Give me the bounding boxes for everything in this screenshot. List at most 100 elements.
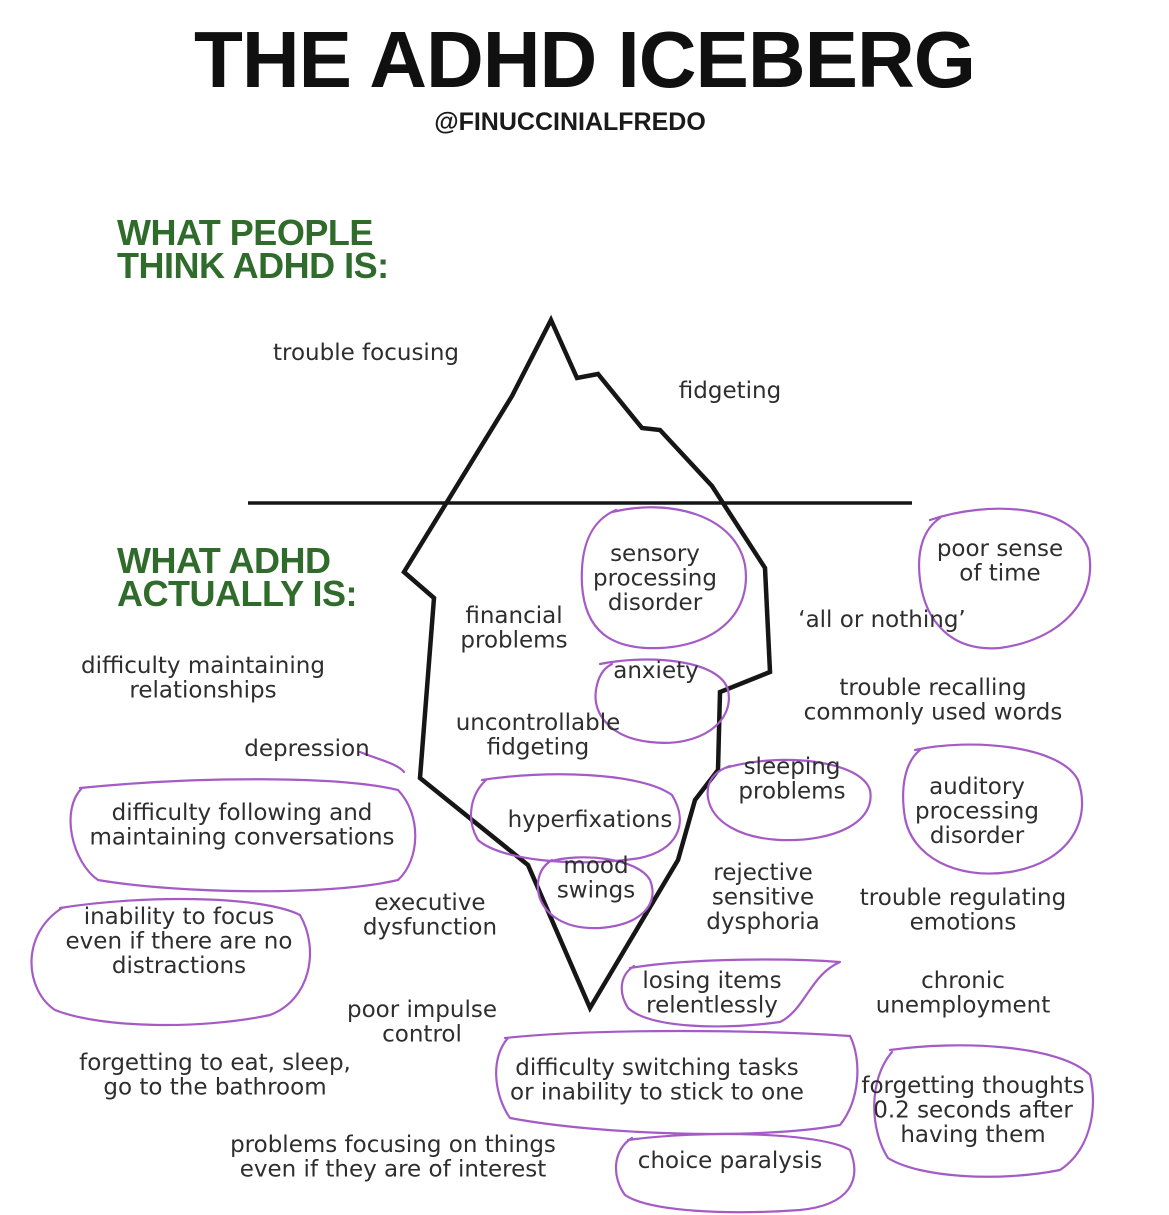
label-line: dysphoria [706, 909, 819, 935]
label-line: executive [374, 890, 485, 916]
label-line: anxiety [613, 658, 698, 684]
label-line: auditory [929, 774, 1025, 800]
label-fidgeting: fidgeting [679, 378, 781, 404]
label-line: emotions [910, 910, 1017, 936]
label-line: trouble regulating [860, 885, 1066, 911]
circle-anxiety [594, 658, 730, 744]
heading-line: THINK ADHD IS: [117, 245, 389, 286]
heading-line: WHAT ADHD [117, 540, 331, 581]
circle-forgetting-thoughts [873, 1044, 1094, 1178]
circle-choice-paralysis [614, 1132, 856, 1214]
label-line: inability to focus [84, 904, 275, 930]
label-line: maintaining conversations [89, 825, 394, 851]
label-forgetting-to-eat: forgetting to eat, sleep,go to the bathr… [79, 1050, 351, 1101]
label-line: hyperfixations [508, 807, 673, 833]
circle-inability-to-focus [30, 897, 312, 1027]
label-line: relentlessly [646, 993, 778, 1019]
label-line: problems [460, 628, 567, 654]
circle-switching-tasks [495, 1029, 859, 1136]
label-line: problems focusing on things [230, 1132, 556, 1158]
label-line: problems [738, 779, 845, 805]
circle-stray-depression [358, 750, 406, 774]
label-line: poor impulse [347, 997, 497, 1023]
label-line: control [382, 1022, 462, 1048]
label-line: sensitive [712, 885, 814, 911]
label-line: mood [563, 853, 628, 879]
label-line: fidgeting [487, 735, 589, 761]
label-line: sleeping [744, 754, 841, 780]
label-line: uncontrollable [456, 710, 621, 736]
label-line: choice paralysis [638, 1148, 822, 1174]
label-line: distractions [112, 953, 246, 979]
circle-sensory [580, 506, 748, 650]
circle-poor-sense-of-time [918, 507, 1092, 650]
circle-conversations [69, 778, 417, 893]
label-line: financial [465, 603, 562, 629]
label-line: processing [915, 799, 1039, 825]
label-hyperfixations: hyperfixations [508, 807, 673, 833]
circle-mood-swings [536, 856, 654, 930]
label-line: trouble recalling [839, 675, 1026, 701]
below-water-heading: WHAT ADHD ACTUALLY IS: [117, 540, 358, 614]
label-line: forgetting thoughts [861, 1073, 1084, 1099]
label-line: 0.2 seconds after [873, 1098, 1073, 1124]
heading-line: WHAT PEOPLE [117, 212, 373, 253]
label-line: relationships [129, 678, 276, 704]
circle-hyperfixations [470, 773, 681, 864]
label-line: ‘all or nothing’ [798, 607, 965, 633]
circle-losing-items [620, 958, 842, 1028]
marker-circles [30, 506, 1094, 1214]
above-water-heading: WHAT PEOPLE THINK ADHD IS: [117, 212, 389, 286]
label-line: sensory [610, 541, 700, 567]
label-line: disorder [930, 823, 1025, 849]
circle-sleeping [706, 758, 872, 842]
label-line: even if they are of interest [240, 1157, 547, 1183]
label-line: dysfunction [363, 915, 497, 941]
label-line: trouble focusing [273, 340, 459, 366]
label-line: difficulty maintaining [81, 653, 325, 679]
label-line: or inability to stick to one [510, 1080, 804, 1106]
heading-line: ACTUALLY IS: [117, 573, 358, 614]
label-line: unemployment [876, 993, 1051, 1019]
label-line: losing items [642, 968, 781, 994]
label-line: processing [593, 566, 717, 592]
label-anxiety: anxiety [613, 658, 698, 684]
label-line: having them [900, 1122, 1045, 1148]
label-depression: depression [244, 736, 369, 762]
label-line: forgetting to eat, sleep, [79, 1050, 351, 1076]
label-trouble-focusing: trouble focusing [273, 340, 459, 366]
iceberg-outline [401, 314, 773, 1013]
label-all-or-nothing: ‘all or nothing’ [798, 607, 965, 633]
label-choice-paralysis: choice paralysis [638, 1148, 822, 1174]
label-line: rejective [713, 860, 812, 886]
label-line: of time [959, 561, 1040, 587]
page-title: THE ADHD ICEBERG [193, 15, 976, 104]
label-line: swings [557, 878, 635, 904]
label-line: fidgeting [679, 378, 781, 404]
label-line: go to the bathroom [103, 1075, 326, 1101]
label-line: difficulty following and [112, 800, 373, 826]
label-line: depression [244, 736, 369, 762]
